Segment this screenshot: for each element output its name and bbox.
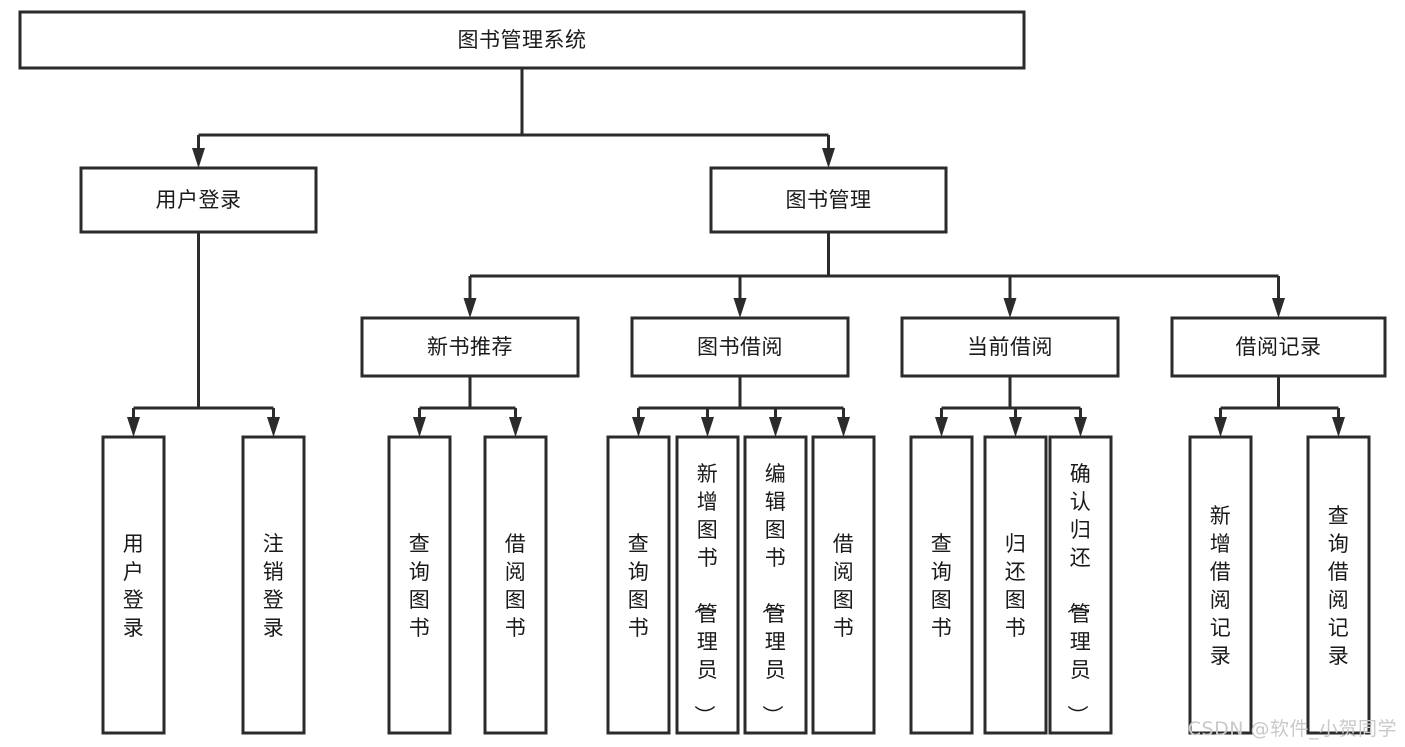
node-layer: 图书管理系统用户登录图书管理新书推荐图书借阅当前借阅借阅记录用户登录注销登录查询…	[18, 10, 1387, 735]
node-label: 图书借阅	[697, 335, 783, 359]
node-box	[811, 435, 876, 735]
node-label: 归还图书	[1005, 532, 1027, 640]
node-leaf-cb-return[interactable]: 归还图书	[983, 435, 1048, 735]
node-leaf-user-logout[interactable]: 注销登录	[241, 435, 306, 735]
connector-group	[127, 232, 280, 437]
node-box	[709, 166, 948, 234]
node-box	[1306, 435, 1371, 735]
node-leaf-cb-query[interactable]: 查询图书	[909, 435, 974, 735]
node-box	[1170, 316, 1387, 378]
node-book-borrow[interactable]: 图书借阅	[630, 316, 850, 378]
connector-group	[935, 376, 1087, 437]
node-book-manage[interactable]: 图书管理	[709, 166, 948, 234]
node-box	[606, 435, 671, 735]
node-label: 用户登录	[156, 188, 242, 212]
node-new-book-rec[interactable]: 新书推荐	[360, 316, 580, 378]
node-box	[909, 435, 974, 735]
node-root[interactable]: 图书管理系统	[18, 10, 1026, 70]
node-borrow-record[interactable]: 借阅记录	[1170, 316, 1387, 378]
node-leaf-br-add[interactable]: 新增借阅记录	[1188, 435, 1253, 735]
node-label: 确认归还（管理员）	[1065, 462, 1092, 726]
connector-group	[463, 232, 1285, 318]
node-label: 图书管理	[786, 188, 872, 212]
node-box	[360, 316, 580, 378]
node-leaf-nbr-borrow[interactable]: 借阅图书	[483, 435, 548, 735]
connector-group	[632, 376, 850, 437]
connector-group	[413, 376, 522, 437]
node-label: 查询图书	[628, 532, 650, 640]
node-box	[1188, 435, 1253, 735]
node-label: 新增借阅记录	[1210, 504, 1232, 668]
node-label: 借阅图书	[505, 532, 527, 640]
node-leaf-bb-add[interactable]: 新增图书（管理员）	[675, 435, 740, 735]
connector-group	[1214, 376, 1345, 437]
node-box	[675, 435, 740, 735]
node-current-borrow[interactable]: 当前借阅	[900, 316, 1120, 378]
node-label: 借阅图书	[833, 532, 855, 640]
node-box	[983, 435, 1048, 735]
node-label: 编辑图书（管理员）	[760, 462, 787, 726]
node-box	[900, 316, 1120, 378]
node-leaf-br-query[interactable]: 查询借阅记录	[1306, 435, 1371, 735]
node-label: 查询图书	[931, 532, 953, 640]
node-leaf-nbr-query[interactable]: 查询图书	[387, 435, 452, 735]
node-box	[241, 435, 306, 735]
node-box	[483, 435, 548, 735]
node-leaf-bb-borrow[interactable]: 借阅图书	[811, 435, 876, 735]
node-label: 借阅记录	[1236, 335, 1322, 359]
node-box	[79, 166, 318, 234]
node-box	[1048, 435, 1113, 735]
node-label: 新增图书（管理员）	[692, 462, 719, 726]
node-leaf-bb-query[interactable]: 查询图书	[606, 435, 671, 735]
node-user-login[interactable]: 用户登录	[79, 166, 318, 234]
node-box	[630, 316, 850, 378]
node-box	[101, 435, 166, 735]
node-leaf-bb-edit[interactable]: 编辑图书（管理员）	[743, 435, 808, 735]
node-label: 新书推荐	[427, 335, 513, 359]
connector-group	[192, 68, 835, 168]
node-label: 查询借阅记录	[1328, 504, 1350, 668]
node-label: 图书管理系统	[458, 28, 587, 52]
node-leaf-cb-confirm[interactable]: 确认归还（管理员）	[1048, 435, 1113, 735]
node-label: 当前借阅	[967, 335, 1053, 359]
node-box	[387, 435, 452, 735]
node-label: 注销登录	[263, 532, 285, 640]
node-box	[18, 10, 1026, 70]
node-label: 用户登录	[123, 532, 145, 640]
node-label: 查询图书	[409, 532, 431, 640]
connector-layer	[127, 68, 1345, 437]
node-box	[743, 435, 808, 735]
node-leaf-user-login[interactable]: 用户登录	[101, 435, 166, 735]
